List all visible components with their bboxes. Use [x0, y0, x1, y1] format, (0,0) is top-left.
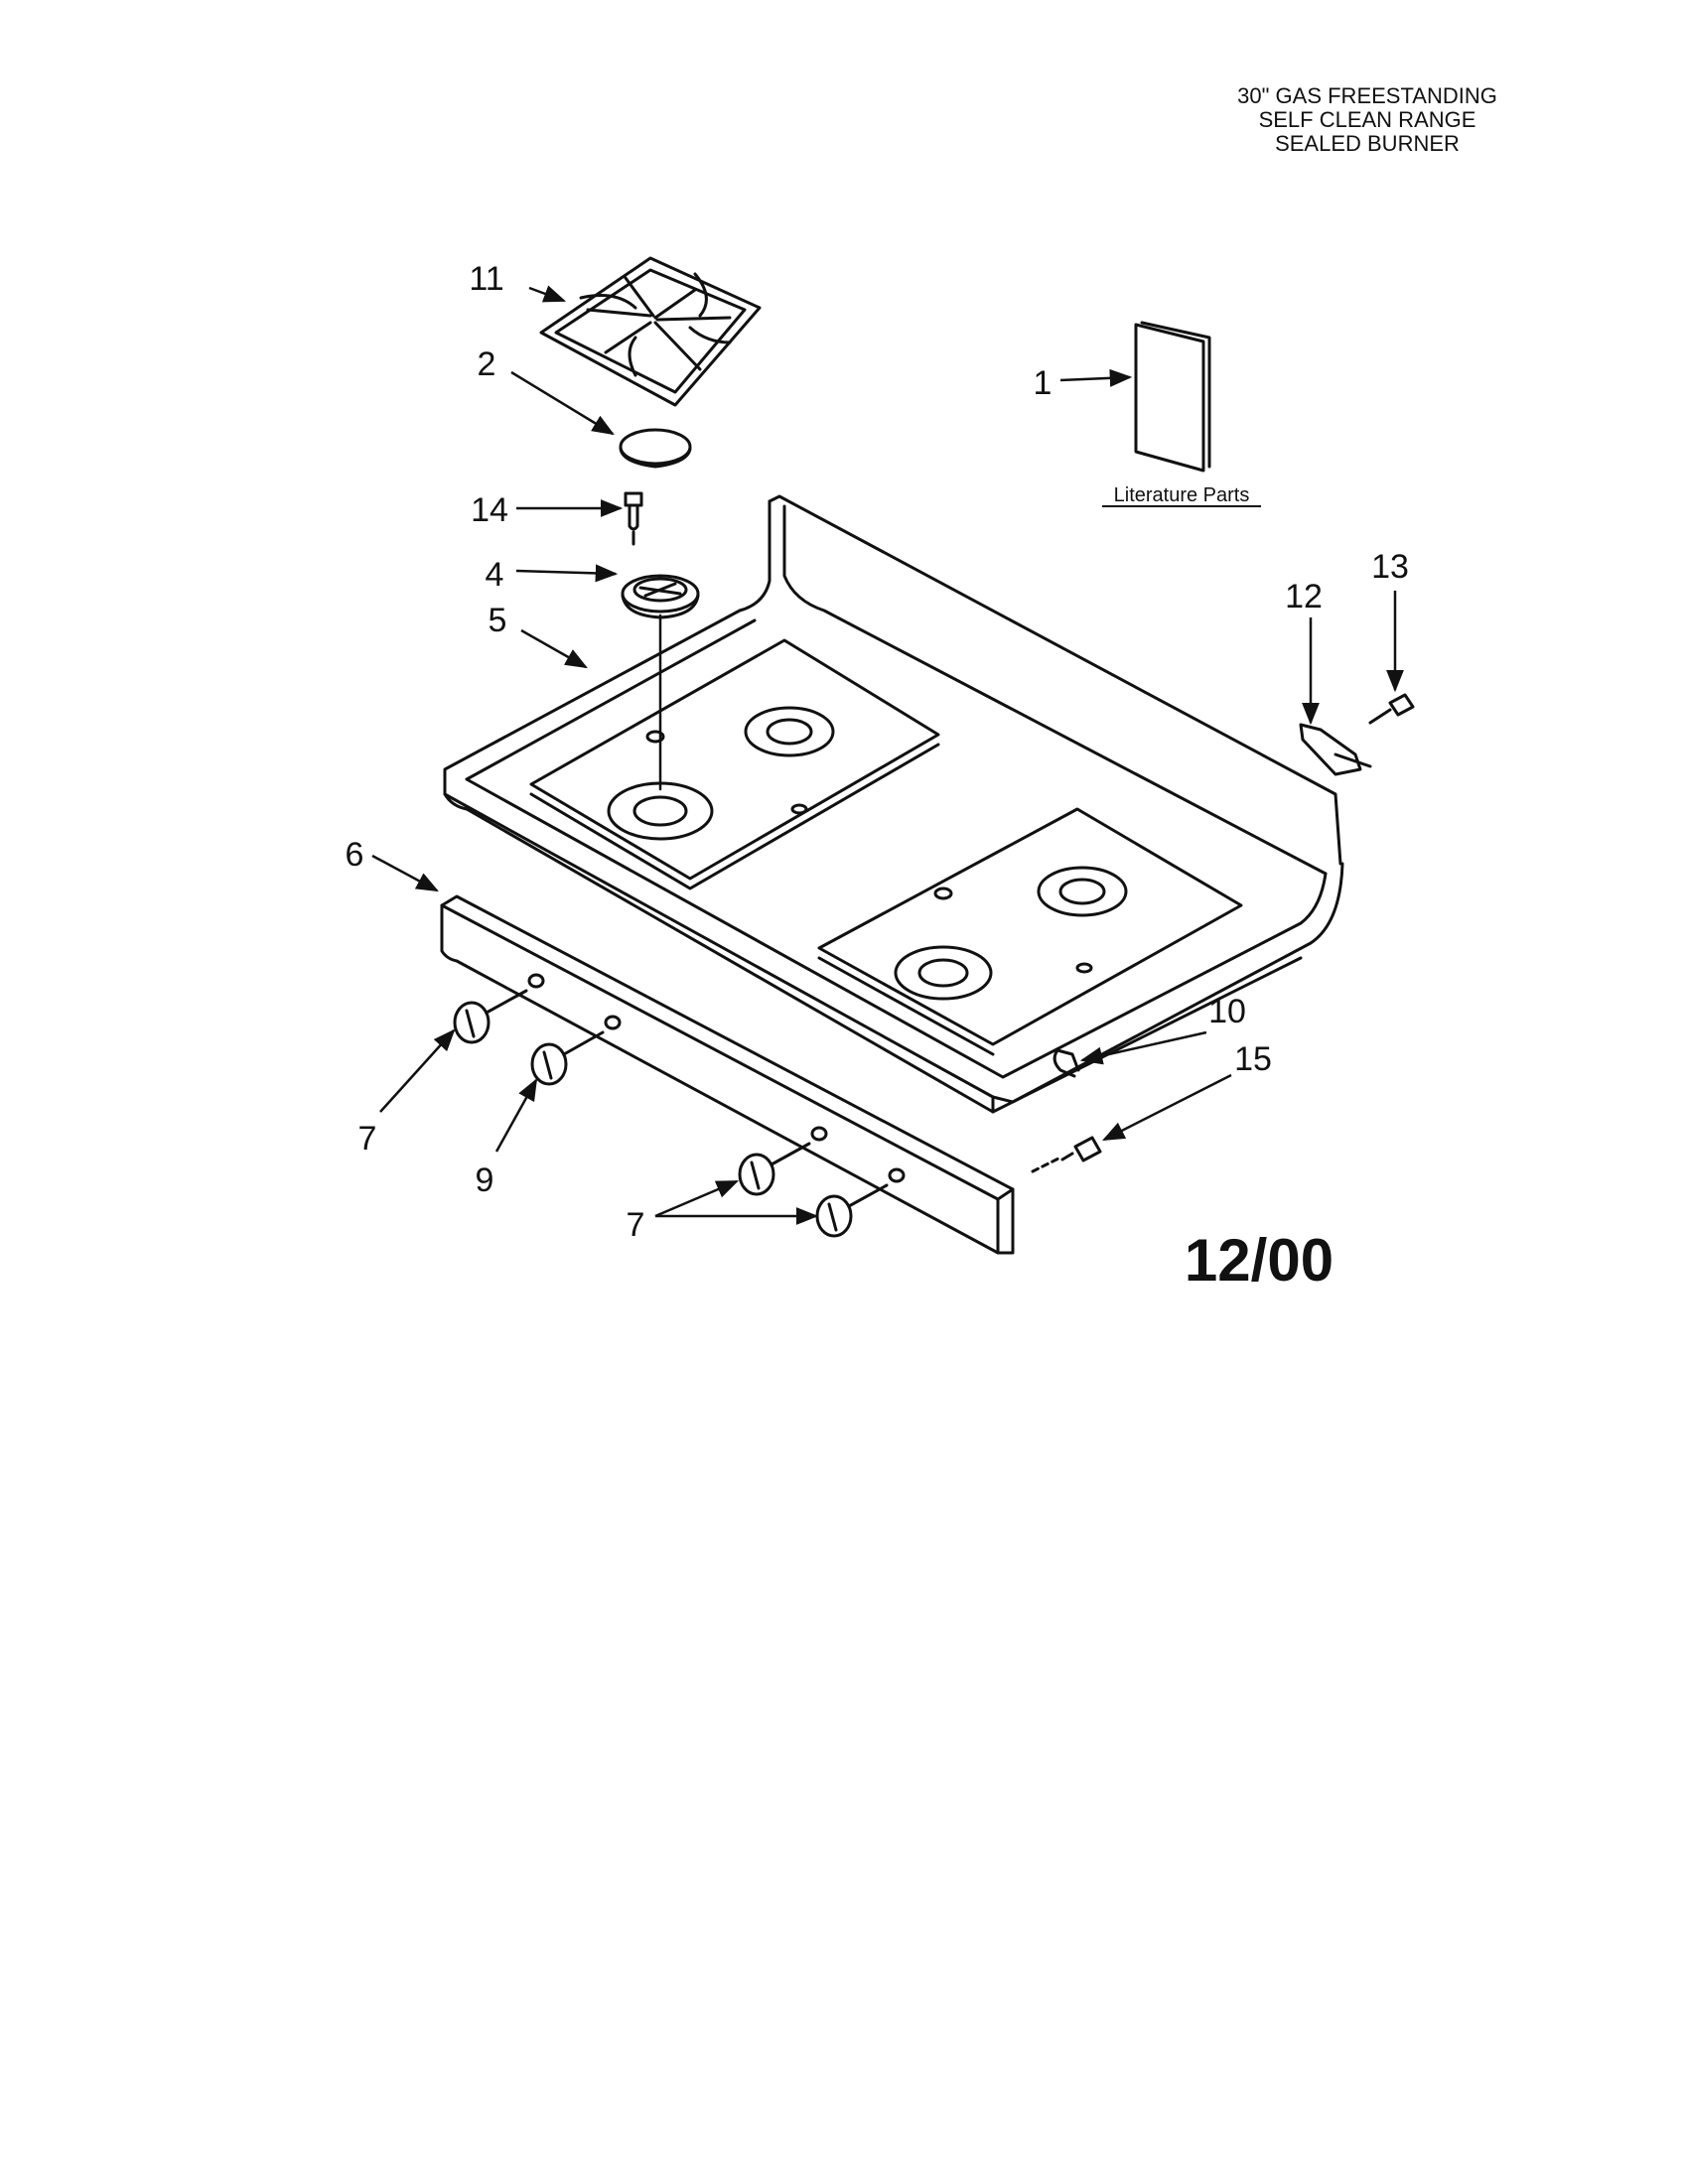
screw-part — [1368, 693, 1415, 725]
literature-part — [1134, 321, 1211, 473]
bracket-part — [1299, 723, 1372, 776]
knob-part — [738, 1142, 811, 1196]
svg-text:SELF CLEAN RANGE: SELF CLEAN RANGE — [1259, 107, 1476, 132]
date-code: 12/00 — [1185, 1227, 1333, 1294]
knob-part — [815, 1183, 889, 1238]
screw-part — [624, 491, 643, 546]
callout-1: 1 — [1034, 364, 1052, 402]
burner-cap-part — [619, 428, 692, 469]
clip-part — [1052, 1048, 1080, 1078]
literature-label: Literature Parts — [1114, 484, 1250, 506]
cooktop-part — [443, 494, 1344, 1114]
callout-10: 10 — [1208, 993, 1246, 1030]
callout-12: 12 — [1285, 578, 1323, 615]
callout-11: 11 — [469, 260, 503, 298]
leader-arrows — [371, 285, 1404, 1225]
knob-part — [530, 1030, 605, 1086]
callout-6: 6 — [346, 836, 364, 874]
callout-7: 7 — [358, 1120, 377, 1158]
svg-text:SEALED BURNER: SEALED BURNER — [1275, 131, 1460, 156]
callout-14: 14 — [471, 491, 508, 529]
knob-part — [453, 989, 528, 1044]
callout-15: 15 — [1234, 1040, 1272, 1078]
callout-9: 9 — [476, 1161, 494, 1199]
callout-2: 2 — [478, 345, 496, 383]
callout-4: 4 — [486, 556, 504, 594]
callout-13: 13 — [1371, 548, 1409, 586]
callout-7: 7 — [627, 1206, 645, 1244]
burner-base-part — [621, 574, 700, 791]
screw-part — [1031, 1136, 1102, 1173]
svg-text:30" GAS FREESTANDING: 30" GAS FREESTANDING — [1237, 83, 1497, 108]
page-title: 30" GAS FREESTANDING SELF CLEAN RANGE SE… — [1237, 83, 1497, 156]
grate-part — [539, 256, 762, 407]
manifold-panel-part — [440, 894, 1015, 1255]
callout-5: 5 — [489, 602, 507, 639]
